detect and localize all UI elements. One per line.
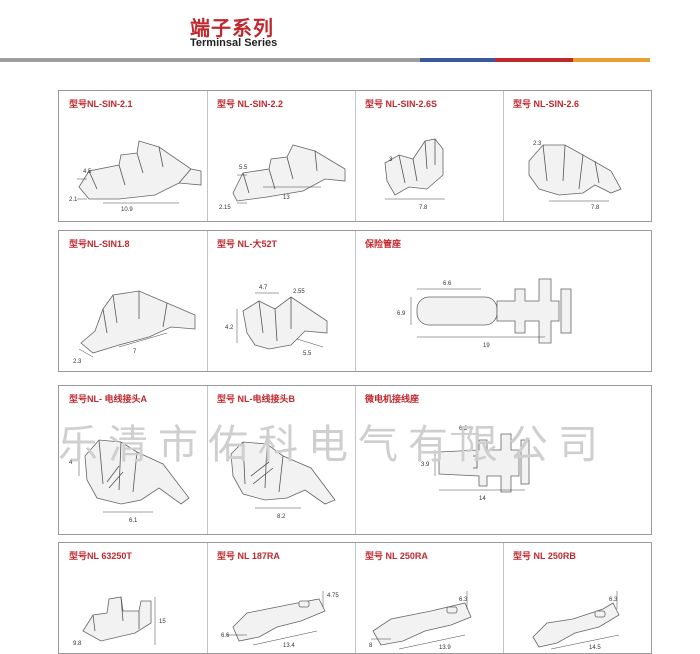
terminal-drawing: 2.3 7: [73, 290, 196, 365]
product-label: 型号 NL-大52T: [217, 239, 278, 249]
product-card-wire-joint-b: 型号 NL-电线接头B 8.2: [207, 386, 356, 534]
dim-label: 19: [483, 343, 490, 349]
product-label: 型号NL-SIN-2.1: [69, 99, 133, 109]
terminal-drawing: 4.7 2.55 4.2 5.5: [225, 285, 328, 357]
product-label: 型号 NL-SIN-2.6: [513, 99, 580, 109]
product-card-250rb: 型号 NL 250RB 6.3 14.5: [503, 543, 651, 653]
product-label: 型号NL- 电线接头A: [69, 394, 147, 404]
product-label: 型号 NL 250RB: [513, 551, 576, 561]
terminal-drawing: 8.2: [230, 441, 336, 520]
dim-label: 10.9: [121, 207, 133, 213]
product-card-sin-2-6s: 型号 NL-SIN-2.6S 3 7.8: [355, 91, 504, 221]
terminal-drawing: 6.2 3.9 14: [421, 426, 530, 502]
dim-label: 4.7: [259, 285, 268, 291]
dim-label: 5.5: [303, 351, 312, 357]
dim-label: 7: [133, 349, 137, 355]
terminal-drawing: 4.75 6.6 13.4: [221, 591, 339, 649]
dim-label: 3: [389, 157, 393, 163]
terminal-drawing: 4.5 2.1 10.9: [69, 140, 202, 213]
dim-label: 8: [369, 643, 373, 649]
terminal-drawing: 6.3 14.5: [532, 591, 620, 651]
dim-label: 5.5: [239, 165, 248, 171]
product-label: 型号 NL 250RA: [365, 551, 428, 561]
dim-label: 6.6: [221, 633, 230, 639]
terminal-drawing: 5.5 2.15 13: [219, 144, 346, 211]
product-label: 型号 NL 187RA: [217, 551, 280, 561]
product-card-250ra: 型号 NL 250RA 6.3 8 13.9: [355, 543, 504, 653]
product-card-fuse-holder: 保险管座 6.6 6.9 19: [355, 231, 651, 371]
dim-label: 4.5: [83, 169, 92, 175]
dim-label: 3.9: [421, 462, 430, 468]
product-card-sin1-8: 型号NL-SIN1.8 2.3 7: [59, 231, 208, 371]
dim-label: 13: [283, 195, 290, 201]
dim-label: 2.1: [69, 197, 78, 203]
product-label: 型号NL 63250T: [69, 551, 132, 561]
dim-label: 6.9: [397, 311, 406, 317]
terminal-drawing: 3 7.8: [384, 138, 445, 211]
dim-label: 14: [479, 496, 486, 502]
dim-label: 7.8: [419, 205, 428, 211]
product-card-sin-2-1: 型号NL-SIN-2.1 4.5 2.1 10.9: [59, 91, 208, 221]
product-label: 型号 NL-SIN-2.2: [217, 99, 284, 109]
dim-label: 4: [69, 460, 73, 466]
dim-label: 7.8: [591, 205, 600, 211]
terminal-drawing: 6.6 6.9 19: [397, 278, 572, 349]
product-panel-row-3: 型号NL- 电线接头A 4 6.1 型号 NL-电线接头B 8.2 微电机接线座…: [58, 385, 652, 535]
product-label: 型号 NL-电线接头B: [217, 394, 295, 404]
product-card-63250t: 型号NL 63250T 9.8 15: [59, 543, 208, 653]
dim-label: 13.4: [283, 643, 295, 649]
header-rule-red: [495, 58, 573, 62]
terminal-drawing: 6.3 8 13.9: [369, 591, 472, 651]
page-title-en: Terminsal Series: [190, 37, 278, 49]
product-card-micro-motor-terminal: 微电机接线座 6.2 3.9 14: [355, 386, 651, 534]
dim-label: 6.3: [609, 597, 618, 603]
dim-label: 6.1: [129, 518, 138, 524]
dim-label: 2.55: [293, 289, 305, 295]
header-rule-gray: [0, 58, 420, 62]
product-card-wire-joint-a: 型号NL- 电线接头A 4 6.1: [59, 386, 208, 534]
product-card-sin-2-2: 型号 NL-SIN-2.2 5.5 2.15 13: [207, 91, 356, 221]
dim-label: 6.2: [459, 426, 468, 432]
product-panel-row-2: 型号NL-SIN1.8 2.3 7 型号 NL-大52T 4.7 2.55 4.…: [58, 230, 652, 372]
terminal-drawing: 9.8 15: [73, 596, 166, 647]
product-card-sin-2-6: 型号 NL-SIN-2.6 2.3 7.8: [503, 91, 651, 221]
dim-label: 9.8: [73, 641, 82, 647]
dim-label: 2.15: [219, 205, 231, 211]
product-label: 保险管座: [365, 239, 402, 249]
dim-label: 6.6: [443, 281, 452, 287]
dim-label: 4.75: [327, 593, 339, 599]
dim-label: 4.2: [225, 325, 234, 331]
product-label: 微电机接线座: [365, 394, 420, 404]
product-card-187ra: 型号 NL 187RA 4.75 6.6 13.4: [207, 543, 356, 653]
terminal-drawing: 4 6.1: [69, 439, 190, 524]
product-label: 型号 NL-SIN-2.6S: [365, 99, 438, 109]
dim-label: 2.3: [533, 141, 542, 147]
product-panel-row-1: 型号NL-SIN-2.1 4.5 2.1 10.9 型号 NL-SIN-2.2 …: [58, 90, 652, 222]
product-panel-row-4: 型号NL 63250T 9.8 15 型号 NL 187RA 4.75 6.6 …: [58, 542, 652, 654]
header-rule-orange: [573, 58, 650, 62]
product-card-da52t: 型号 NL-大52T 4.7 2.55 4.2 5.5: [207, 231, 356, 371]
dim-label: 15: [159, 619, 166, 625]
dim-label: 6.3: [459, 597, 468, 603]
dim-label: 2.3: [73, 359, 82, 365]
header-rule-blue: [420, 58, 495, 62]
terminal-drawing: 2.3 7.8: [528, 141, 622, 211]
product-label: 型号NL-SIN1.8: [69, 239, 130, 249]
page-title-cn: 端子系列: [190, 16, 274, 40]
dim-label: 8.2: [277, 514, 286, 520]
